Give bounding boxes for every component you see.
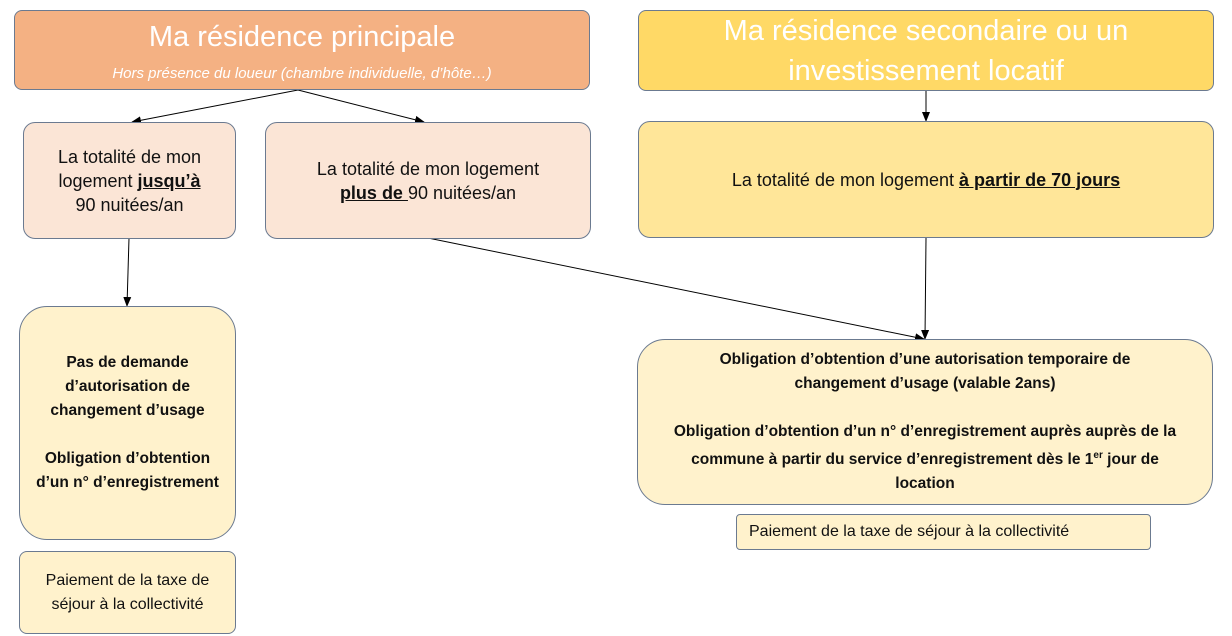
principal-taxe-text: Paiement de la taxe de séjour à la colle…	[45, 571, 210, 613]
option-b-pre: La totalité de mon logement	[316, 158, 540, 179]
arrow-option-b-to-secondaire-result	[427, 237, 925, 342]
secondaire-option-emph: à partir de 70 jours	[959, 169, 1121, 190]
secondaire-option-pre: La totalité de mon logement	[731, 169, 960, 190]
principal-result-p1: Pas de demande d’autorisation de changem…	[50, 354, 205, 419]
secondaire-result-p2-sup: er	[1093, 449, 1103, 461]
secondaire-result-p2-end: jour de location	[895, 451, 1159, 493]
arrow-option-a-to-result	[123, 237, 132, 307]
principal-title: Ma résidence principale	[148, 20, 456, 53]
option-b-text: La totalité de mon logement plus de 90 n…	[317, 157, 539, 205]
principal-result-p2: Obligation d’obtention d’un n° d’enregis…	[36, 450, 219, 491]
principal-subtitle: Hors présence du loueur (chambre individ…	[112, 64, 492, 82]
principal-taxe: Paiement de la taxe de séjour à la colle…	[19, 551, 236, 634]
principal-result: Pas de demande d’autorisation de changem…	[19, 306, 236, 540]
option-b-emph: plus de	[339, 182, 408, 203]
principal-option-plus-de: La totalité de mon logement plus de 90 n…	[265, 122, 591, 239]
principal-option-jusqua: La totalité de mon logement jusqu’à 90 n…	[23, 122, 236, 239]
secondaire-result-p1: Obligation d’obtention d’une autorisatio…	[719, 350, 1131, 392]
secondaire-header: Ma résidence secondaire ou un investisse…	[638, 10, 1214, 91]
arrow-secondaire-option-to-result	[921, 237, 930, 340]
secondaire-taxe-text: Paiement de la taxe de séjour à la colle…	[749, 523, 1070, 540]
secondaire-result-p2-text: Obligation d’obtention d’un n° d’enregis…	[673, 422, 1177, 469]
arrow-principal-to-option-b	[297, 89, 425, 124]
option-a-pre: La totalité de mon logement	[57, 146, 202, 191]
secondaire-result: Obligation d’obtention d’une autorisatio…	[637, 339, 1213, 505]
secondaire-title: Ma résidence secondaire ou un investisse…	[723, 14, 1129, 87]
principal-header: Ma résidence principale Hors présence du…	[14, 10, 590, 90]
arrow-principal-to-option-a	[131, 89, 299, 125]
option-a-emph: jusqu’à	[137, 170, 201, 191]
secondaire-taxe: Paiement de la taxe de séjour à la colle…	[736, 514, 1151, 550]
secondaire-option-text: La totalité de mon logement à partir de …	[732, 168, 1120, 192]
option-b-post: 90 nuitées/an	[407, 182, 517, 203]
option-a-text: La totalité de mon logement jusqu’à 90 n…	[38, 145, 221, 217]
option-a-post: 90 nuitées/an	[75, 194, 184, 215]
secondaire-option: La totalité de mon logement à partir de …	[638, 121, 1214, 238]
secondaire-result-p2: Obligation d’obtention d’un n° d’enregis…	[660, 420, 1190, 496]
